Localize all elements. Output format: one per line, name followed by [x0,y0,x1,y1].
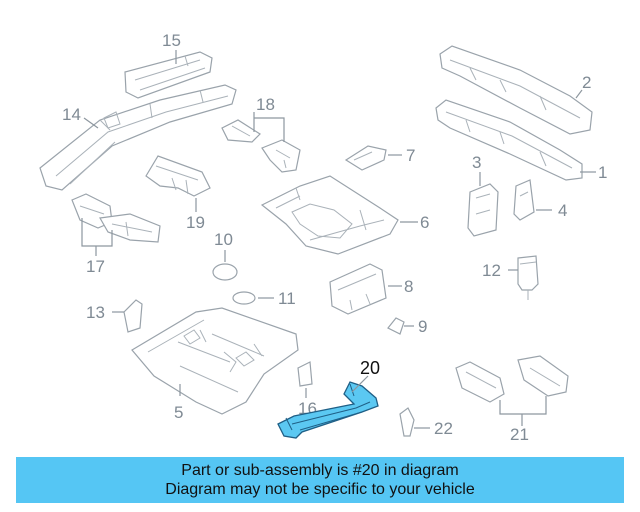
callout-9: 9 [418,317,427,336]
callout-22: 22 [434,419,453,438]
callout-6: 6 [420,213,429,232]
part-22: 22 [399,407,453,438]
callout-4: 4 [558,201,567,220]
part-3: 3 [467,153,499,237]
callout-17: 17 [86,257,105,276]
callout-7: 7 [406,146,415,165]
callout-12: 12 [482,261,501,280]
part-6: 6 [260,175,429,255]
part-20-highlighted: 20 [277,358,380,439]
part-7: 7 [344,145,415,171]
part-9: 9 [387,317,427,336]
parts-diagram: 15 14 18 19 17 10 11 [39,31,607,444]
callout-21: 21 [510,425,529,444]
callout-10: 10 [214,230,233,249]
banner-line-1: Part or sub-assembly is #20 in diagram [181,462,459,479]
part-18: 18 [221,95,301,173]
part-12: 12 [482,255,539,300]
part-1: 1 [435,99,607,182]
callout-5: 5 [174,403,183,422]
callout-20: 20 [360,358,380,378]
callout-14: 14 [62,105,81,124]
part-13: 13 [86,299,143,333]
part-8: 8 [329,263,413,315]
part-21: 21 [455,355,569,444]
callout-13: 13 [86,303,105,322]
part-14: 14 [39,84,237,191]
callout-11: 11 [278,289,296,308]
part-15: 15 [124,31,213,99]
callout-15: 15 [162,31,181,50]
info-banner: Part or sub-assembly is #20 in diagram D… [16,457,624,503]
callout-18: 18 [256,95,275,114]
part-17: 17 [71,193,161,276]
callout-2: 2 [582,73,591,92]
callout-8: 8 [404,277,413,296]
callout-19: 19 [186,213,205,232]
part-10: 10 [212,230,238,281]
part-16: 16 [297,361,317,418]
part-11: 11 [232,289,296,308]
callout-3: 3 [472,153,481,172]
part-5: 5 [131,307,299,422]
banner-line-2: Diagram may not be specific to your vehi… [165,481,475,498]
part-19: 19 [145,155,211,232]
callout-1: 1 [598,163,607,182]
part-4: 4 [513,179,567,221]
part-2: 2 [439,45,593,135]
